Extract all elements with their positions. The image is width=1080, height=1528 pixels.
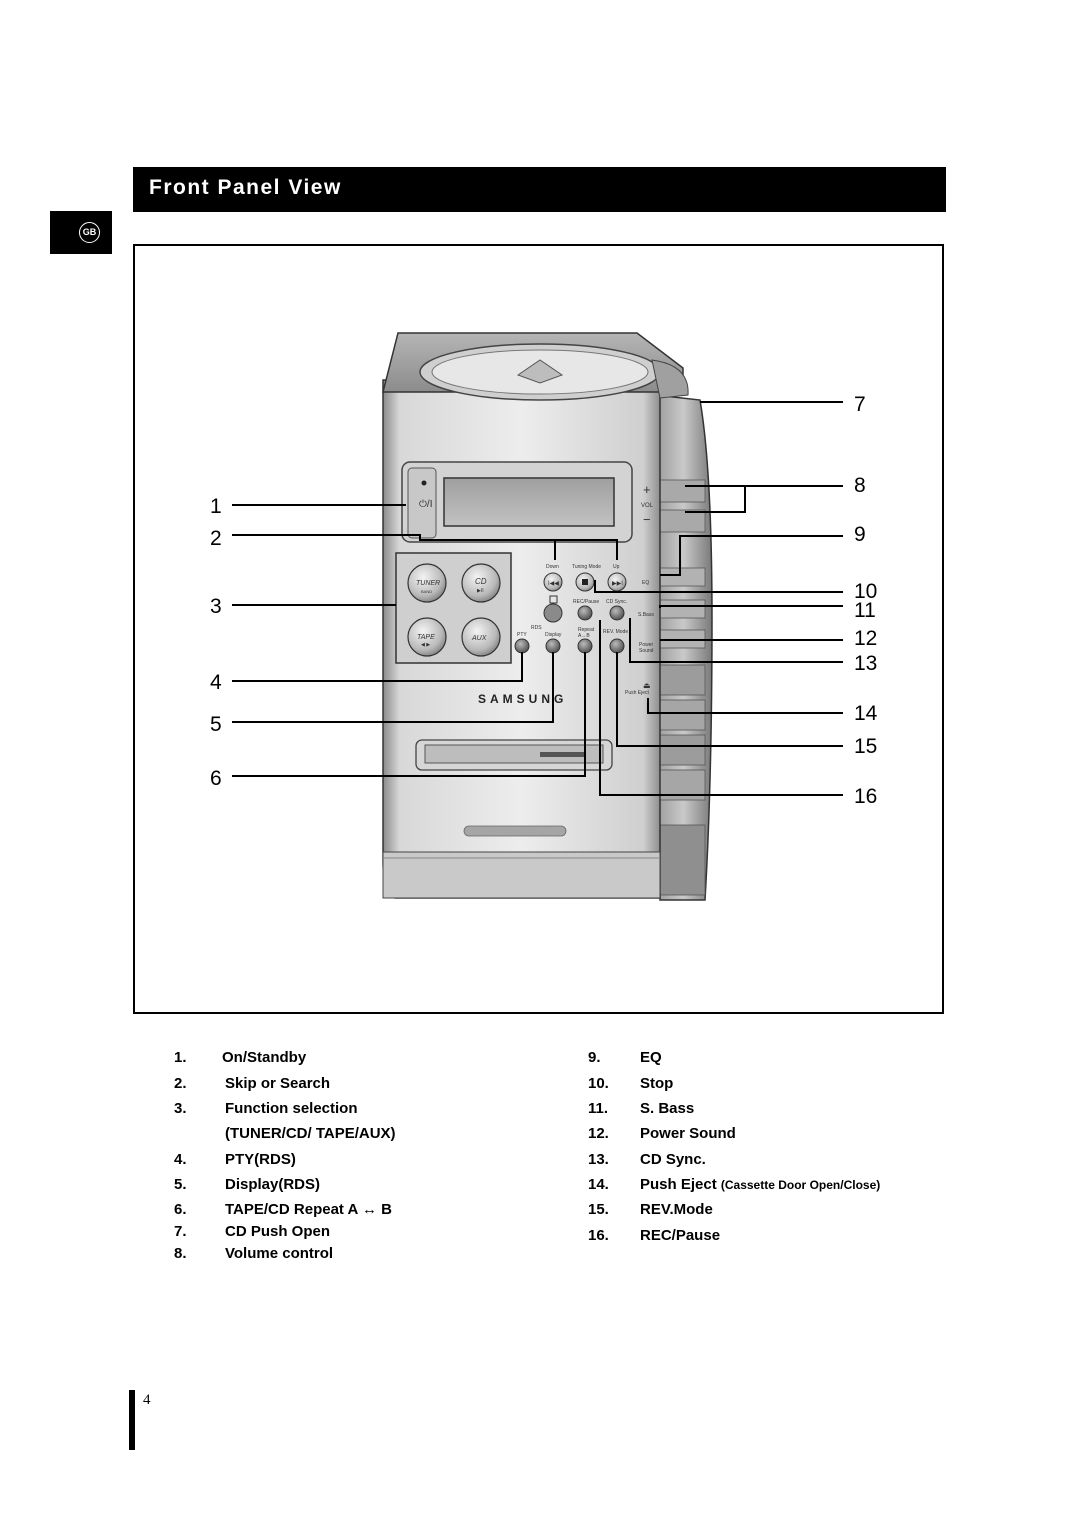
tuner-button[interactable] [407,563,447,603]
transport-controls: Down Tuning Mode Up I◀◀ ▶▶I EQ REC/Pause… [514,564,654,654]
tape-direction-label: ◀ ▶ [421,642,430,648]
stop-icon [582,579,588,585]
rds-label: RDS [531,625,542,631]
cd-play-pause-label: ▶II [477,588,484,594]
rev-mode-button[interactable] [609,638,625,654]
language-tab: GB [50,211,112,254]
page-marker-bar [129,1390,135,1450]
aux-button-label: AUX [471,635,487,642]
remote-sensor [543,603,563,623]
tuning-mode-label: Tuning Mode [572,564,601,570]
callout-15: 15 [854,735,877,758]
page-title: Front Panel View [149,176,342,199]
power-symbol: ⏻/I [419,499,432,510]
callout-4: 4 [210,671,222,694]
page-number: 4 [143,1392,151,1408]
leader-lines [232,401,843,796]
rec-pause-button[interactable] [577,605,593,621]
legend-left: 1.On/Standby 2.Skip or Search 3.Function… [174,1049,396,1262]
skip-back-button[interactable] [543,572,563,592]
power-sound-label-2: Sound [639,648,654,654]
tuner-button-label: TUNER [416,580,440,587]
callout-16: 16 [854,785,877,808]
callout-8: 8 [854,474,866,497]
push-eject-label: Push Eject [625,690,650,696]
pty-button[interactable] [514,638,530,654]
cd-sync-button[interactable] [609,605,625,621]
callout-3: 3 [210,595,222,618]
side-panel [654,394,713,901]
cd-button[interactable] [461,563,501,603]
down-label: Down [546,564,559,570]
tape-button[interactable] [407,617,447,657]
repeat-label: Repeat [578,627,595,633]
repeat-button[interactable] [577,638,593,654]
aux-button[interactable] [461,617,501,657]
callout-13: 13 [854,652,877,675]
function-button-group: TUNER BAND CD ▶II TAPE ◀ ▶ AUX [395,552,512,664]
eq-label: EQ [642,580,649,586]
pty-label: PTY [517,632,527,638]
cd-sync-label: CD Sync. [606,599,627,605]
cassette-door[interactable] [415,739,613,771]
legend-right: 9.EQ 10.Stop 11.S. Bass 12.Power Sound 1… [588,1049,881,1244]
up-label: Up [613,564,620,570]
skip-forward-icon: ▶▶I [612,581,623,587]
display-button[interactable] [545,638,561,654]
section-title-bar: Front Panel View [133,167,946,212]
callout-11: 11 [854,599,876,622]
brand-logo: SAMSUNG [478,692,567,706]
callout-7: 7 [854,393,866,416]
language-badge: GB [79,222,100,243]
callout-14: 14 [854,702,878,725]
volume-label: VOL [641,503,654,509]
remote-sensor-icon [549,595,558,604]
display-panel: ⏻/I [401,461,633,543]
volume-minus-label: − [643,512,651,527]
callout-1: 1 [210,495,222,518]
eject-icon: ⏏ [643,681,651,690]
repeat-ab-label: A↔B [578,633,590,639]
tape-button-label: TAPE [417,634,435,641]
callout-10: 10 [854,580,877,603]
rev-mode-label: REV. Mode [603,629,628,635]
rec-pause-label: REC/Pause [573,599,599,605]
diagram-frame [133,244,944,1014]
callout-2: 2 [210,527,222,550]
display-label: Display [545,632,562,638]
callout-6: 6 [210,767,222,790]
cd-button-label: CD [475,577,487,586]
s-bass-label: S.Bass [638,612,654,618]
volume-plus-label: + [643,482,651,497]
power-sound-label-1: Power [639,642,654,648]
callout-9: 9 [854,523,866,546]
callout-5: 5 [210,713,222,736]
callout-12: 12 [854,627,877,650]
tuner-band-label: BAND [421,589,432,594]
skip-back-icon: I◀◀ [548,581,559,587]
